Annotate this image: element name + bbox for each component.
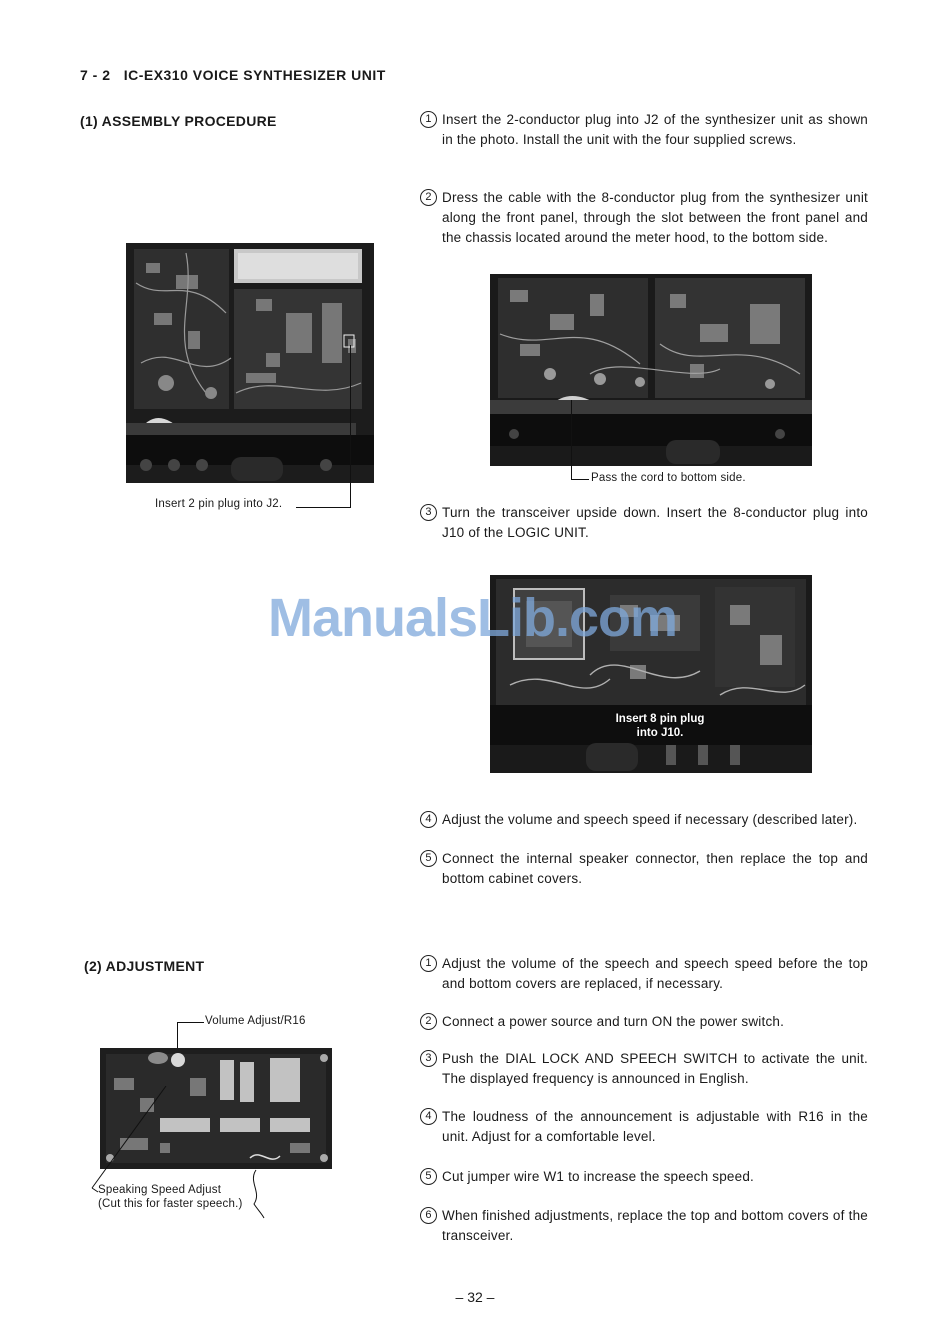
adjustment-heading: (2) ADJUSTMENT <box>84 958 205 974</box>
step-text: Connect a power source and turn ON the p… <box>442 1014 785 1029</box>
assembly-step-1: 1 Insert the 2-conductor plug into J2 of… <box>420 110 868 150</box>
caption-insert-j10: Insert 8 pin plug into J10. <box>600 712 720 740</box>
caption-speed-line-2: (Cut this for faster speech.) <box>98 1198 243 1210</box>
step-text: Adjust the volume of the speech and spee… <box>442 956 868 991</box>
assembly-step-2: 2 Dress the cable with the 8-conductor p… <box>420 188 868 248</box>
adjustment-step-2: 2 Connect a power source and turn ON the… <box>420 1012 868 1032</box>
step-number-circle: 2 <box>420 189 437 206</box>
step-number-circle: 3 <box>420 504 437 521</box>
section-title-text: IC-EX310 VOICE SYNTHESIZER UNIT <box>123 67 386 83</box>
callout-line-j2-horizontal <box>296 507 351 508</box>
step-number-circle: 4 <box>420 1108 437 1125</box>
caption-volume-adjust: Volume Adjust/R16 <box>205 1015 306 1027</box>
photo-synth-unit-installed <box>126 243 374 483</box>
step-number-circle: 5 <box>420 1168 437 1185</box>
step-number-circle: 1 <box>420 955 437 972</box>
step-text: Connect the internal speaker connector, … <box>442 851 868 886</box>
photo-synth-pcb-graphic <box>100 1048 332 1169</box>
caption-insert-j2: Insert 2 pin plug into J2. <box>155 498 283 510</box>
page-number: – 32 – <box>455 1289 495 1305</box>
section-title: 7 - 2 IC-EX310 VOICE SYNTHESIZER UNIT <box>80 67 386 83</box>
adjustment-step-1: 1 Adjust the volume of the speech and sp… <box>420 954 868 994</box>
assembly-step-3: 3 Turn the transceiver upside down. Inse… <box>420 503 868 543</box>
caption-speed-line-1: Speaking Speed Adjust <box>98 1184 222 1196</box>
photo-cord-routing <box>490 274 812 466</box>
callout-line-cord-vertical <box>571 400 572 480</box>
callout-line-volume-vertical <box>177 1022 178 1062</box>
section-number: 7 - 2 <box>80 67 111 83</box>
photo-logic-unit-j10 <box>490 575 812 773</box>
step-text: Insert the 2-conductor plug into J2 of t… <box>442 112 868 147</box>
adjustment-step-4: 4 The loudness of the announcement is ad… <box>420 1107 868 1147</box>
adjustment-step-5: 5 Cut jumper wire W1 to increase the spe… <box>420 1167 868 1187</box>
step-text: Dress the cable with the 8-conductor plu… <box>442 190 868 245</box>
photo-cord-routing-graphic <box>490 274 812 466</box>
photo-synth-unit-graphic <box>126 243 374 483</box>
caption-pass-cord: Pass the cord to bottom side. <box>591 472 746 484</box>
callout-speed-adjust-lines <box>91 1086 265 1219</box>
step-number-circle: 2 <box>420 1013 437 1030</box>
step-text: When finished adjustments, replace the t… <box>442 1208 868 1243</box>
callout-line-volume-horizontal <box>177 1022 204 1023</box>
assembly-step-5: 5 Connect the internal speaker connector… <box>420 849 868 889</box>
photo-synth-pcb <box>100 1048 332 1169</box>
assembly-step-4: 4 Adjust the volume and speech speed if … <box>420 810 868 830</box>
caption-speaking-speed: Speaking Speed Adjust (Cut this for fast… <box>98 1183 243 1211</box>
step-number-circle: 5 <box>420 850 437 867</box>
step-text: Adjust the volume and speech speed if ne… <box>442 812 858 827</box>
callout-line-j2-vertical <box>350 345 351 508</box>
adjustment-step-6: 6 When finished adjustments, replace the… <box>420 1206 868 1246</box>
caption-j10-line-1: Insert 8 pin plug <box>615 713 705 725</box>
step-number-circle: 6 <box>420 1207 437 1224</box>
step-number-circle: 1 <box>420 111 437 128</box>
adjustment-step-3: 3 Push the DIAL LOCK AND SPEECH SWITCH t… <box>420 1049 868 1089</box>
watermark: ManualsLib.com <box>268 588 678 648</box>
photo-logic-unit-graphic <box>490 575 812 773</box>
step-number-circle: 3 <box>420 1050 437 1067</box>
step-text: The loudness of the announcement is adju… <box>442 1109 868 1144</box>
assembly-heading: (1) ASSEMBLY PROCEDURE <box>80 113 277 129</box>
step-number-circle: 4 <box>420 811 437 828</box>
step-text: Turn the transceiver upside down. Insert… <box>442 505 868 540</box>
callout-line-cord-horizontal <box>571 479 589 480</box>
step-text: Cut jumper wire W1 to increase the speec… <box>442 1169 754 1184</box>
caption-j10-line-2: into J10. <box>636 727 684 739</box>
step-text: Push the DIAL LOCK AND SPEECH SWITCH to … <box>442 1051 868 1086</box>
